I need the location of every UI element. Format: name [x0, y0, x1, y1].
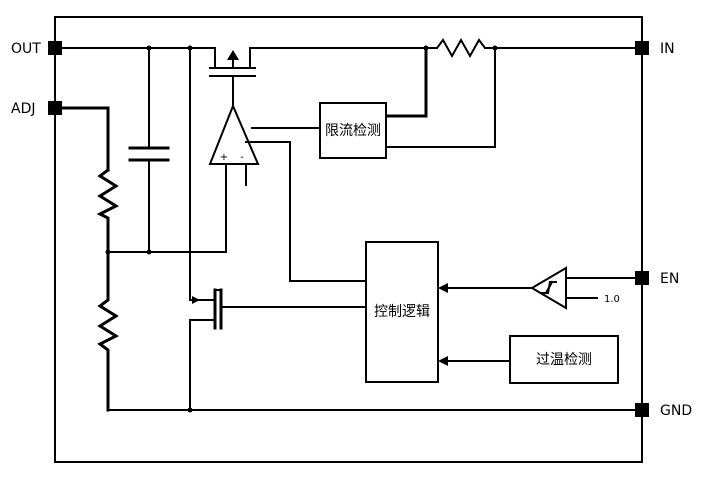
en-arrow	[438, 283, 448, 293]
current-limit-label: 限流检测	[325, 123, 381, 139]
over-temp-block	[509, 335, 619, 384]
pass-transistor-arrow	[227, 50, 239, 60]
logic-to-opamp-wire	[245, 141, 367, 282]
pin-adj	[48, 101, 62, 115]
en-threshold-label: 1.0	[604, 294, 620, 305]
opamp-minus-sign: -	[240, 152, 244, 163]
pin-gnd-label: GND	[660, 403, 692, 419]
current-limit-block	[319, 102, 387, 159]
sense-resistor	[425, 37, 496, 59]
pin-in	[635, 41, 649, 55]
pin-out	[48, 41, 62, 55]
over-temp-arrow-wire	[438, 356, 511, 366]
pass-transistor	[209, 47, 256, 109]
feedback-resistor-upper	[96, 167, 120, 254]
pin-gnd	[635, 403, 649, 417]
chip-outline	[54, 16, 643, 463]
pin-in-label: IN	[660, 41, 675, 57]
current-limit-wires	[251, 46, 496, 148]
pin-en-label: EN	[660, 271, 679, 287]
pin-adj-label: ADJ	[11, 101, 36, 117]
adj-feedback-wires	[53, 106, 110, 172]
error-amplifier: + -	[208, 103, 260, 165]
junction-dots	[105, 45, 498, 413]
discharge-transistor	[189, 47, 367, 411]
discharge-transistor-arrow	[192, 296, 200, 304]
control-logic-block	[365, 241, 439, 383]
pin-en	[635, 271, 649, 285]
opamp-input-wires	[225, 163, 247, 253]
feedback-resistor-lower	[97, 250, 120, 412]
control-logic-label: 控制逻辑	[374, 304, 430, 320]
over-temp-label: 过温检测	[536, 352, 592, 368]
output-capacitor	[128, 47, 170, 253]
opamp-plus-sign: +	[220, 152, 228, 163]
en-comparator	[438, 266, 643, 310]
pin-out-label: OUT	[11, 41, 41, 57]
